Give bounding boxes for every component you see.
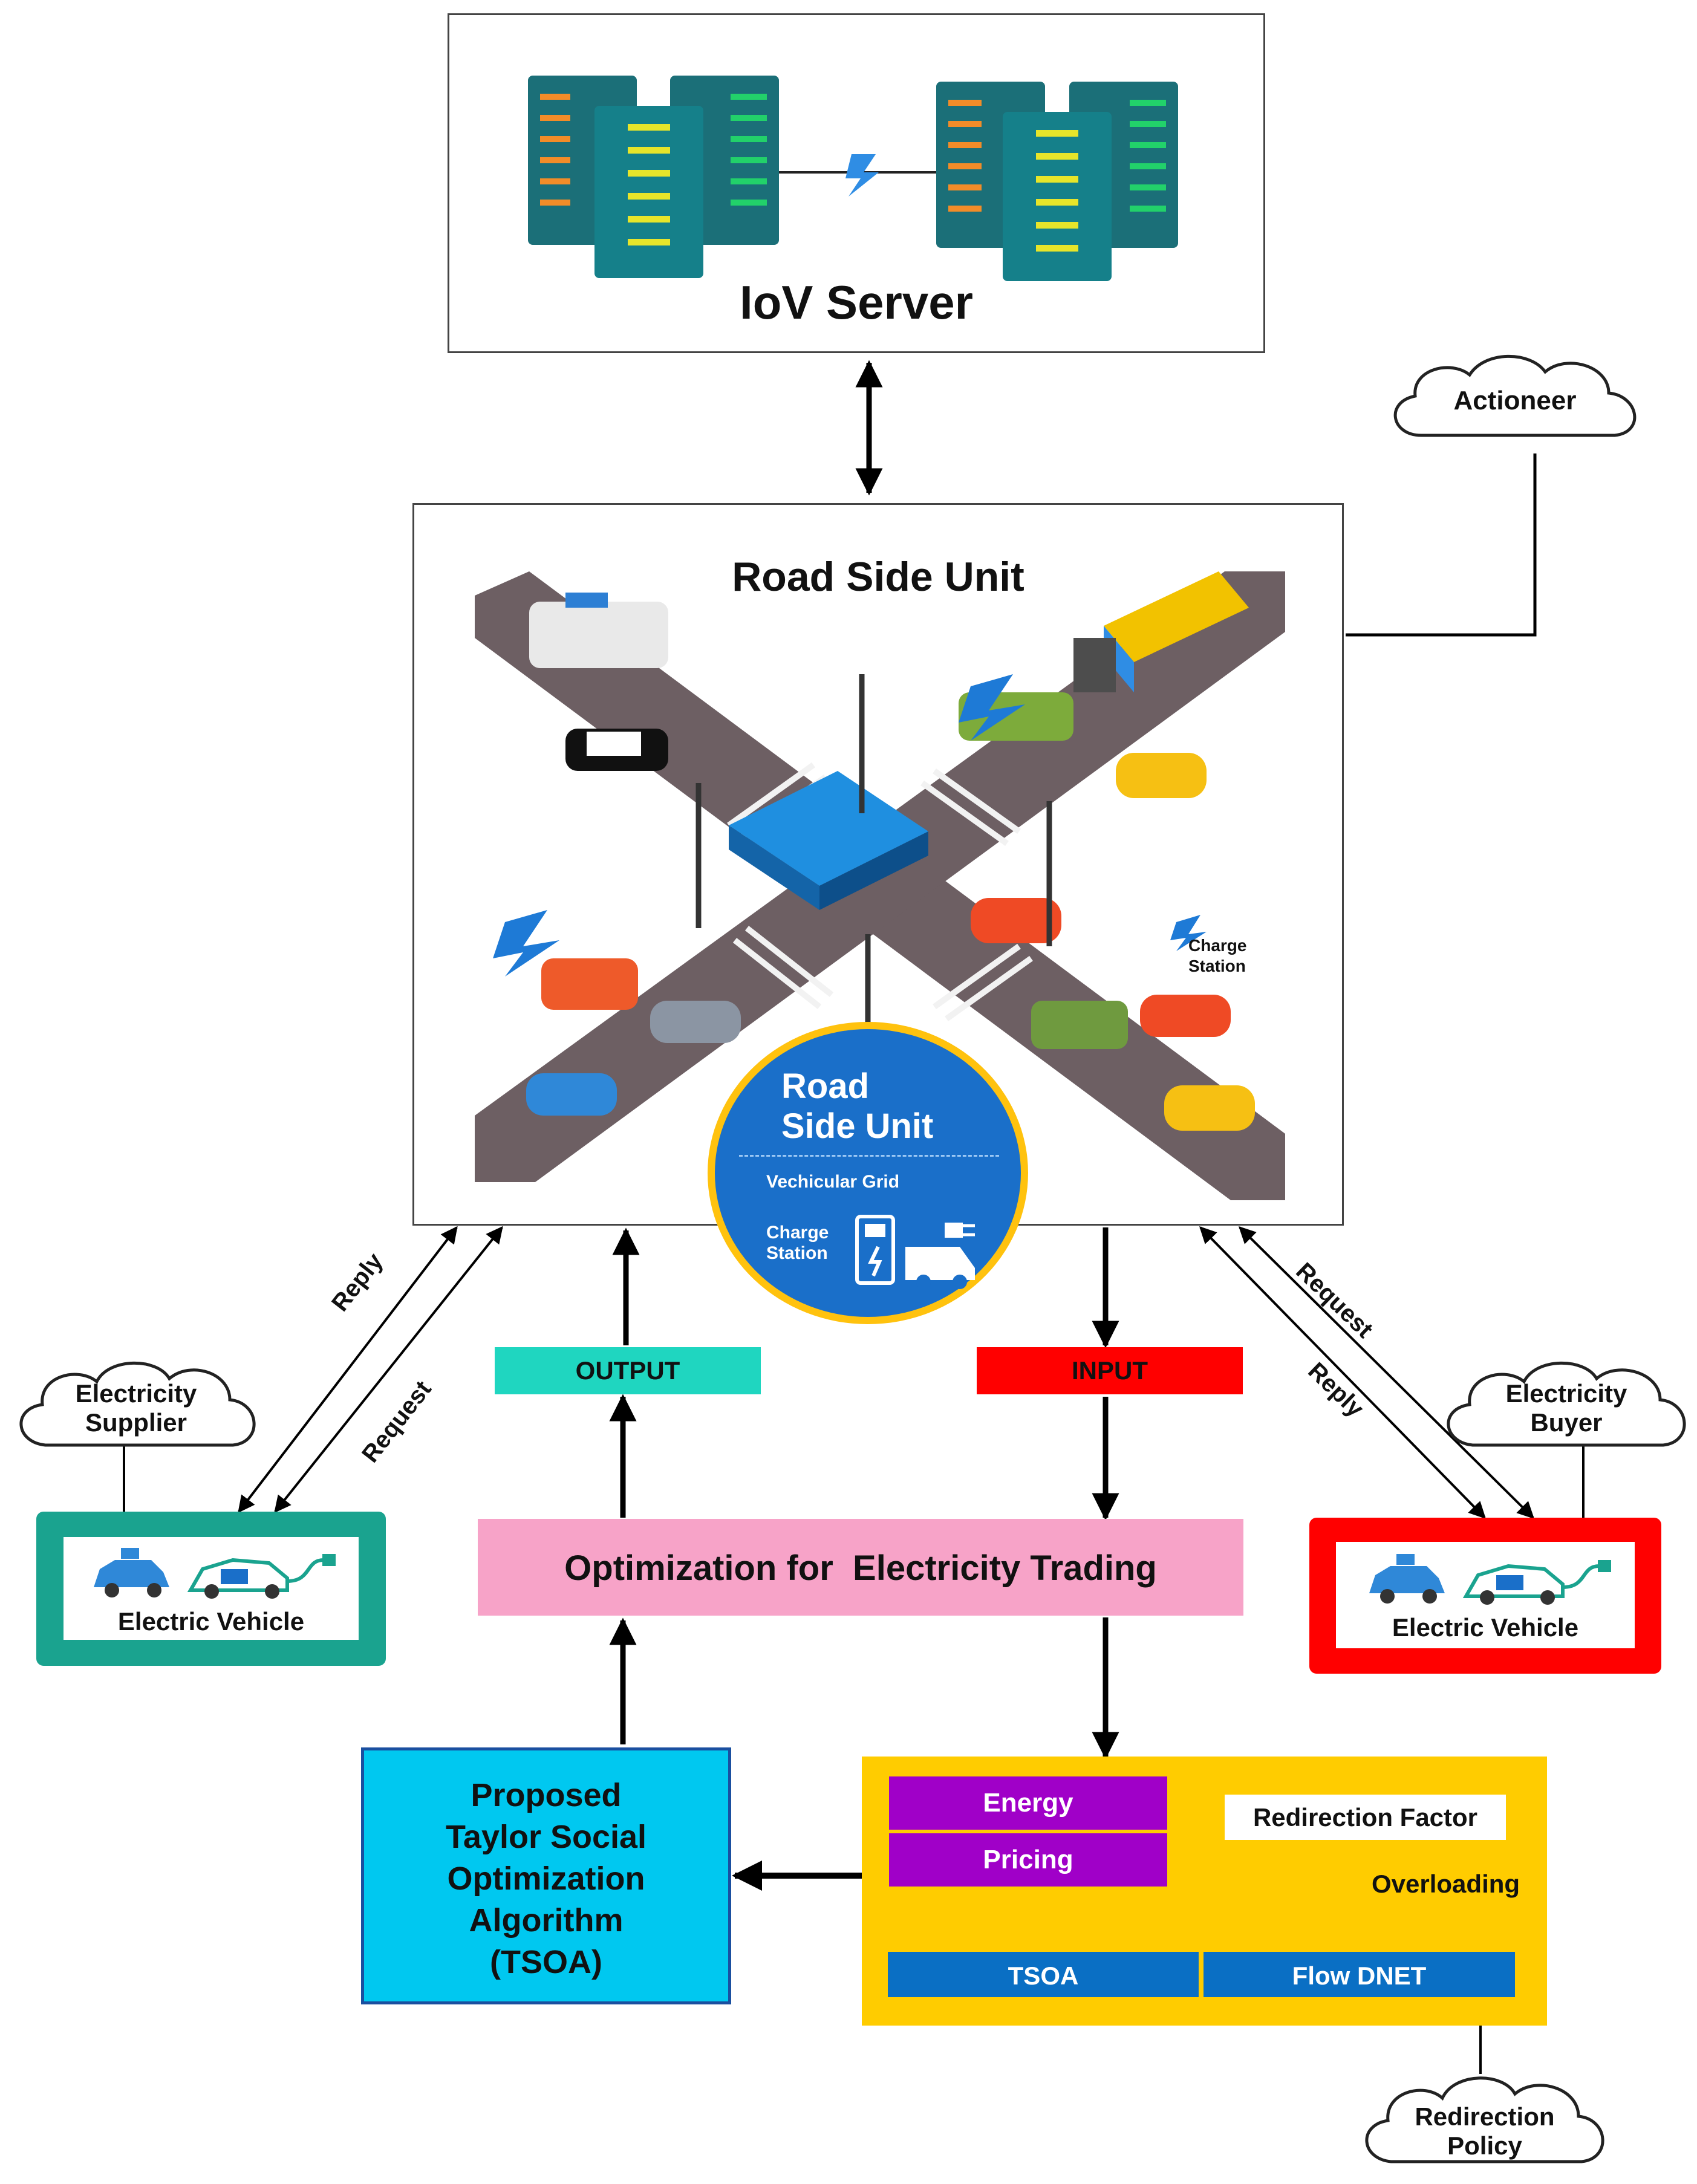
input-box [977, 1347, 1243, 1394]
rsu-badge: Road Side Unit Vechicular Grid Charge St… [708, 1022, 1028, 1324]
buyer-line2: Buyer [1530, 1408, 1603, 1437]
ev-cars-icon [94, 1548, 336, 1599]
orange-car-icon [1140, 995, 1231, 1037]
left-request-arrow [274, 1226, 503, 1513]
badge-title-line1: Road [781, 1067, 869, 1106]
supplier-line2: Supplier [85, 1408, 187, 1437]
buyer-line1: Electricity [1505, 1379, 1627, 1408]
energy-box [889, 1776, 1167, 1830]
blue-car-icon [526, 1073, 617, 1116]
yellow-car-2-icon [1164, 1085, 1255, 1131]
flow-dnet-label: Flow DNET [1292, 1961, 1427, 1990]
actioneer-label: Actioneer [1453, 386, 1577, 415]
supplier-ev-inner: Electric Vehicle [64, 1537, 359, 1640]
rv-icon [529, 593, 668, 668]
optimization-box [478, 1519, 1243, 1616]
cloud-shape [1393, 354, 1637, 437]
bus-icon [729, 771, 928, 910]
charge-station-line2: Station [1188, 957, 1246, 975]
badge-charge-station: Charge Station [766, 1223, 829, 1264]
redirection-policy-label: Redirection Policy [1355, 2102, 1615, 2160]
red-car-icon [971, 898, 1061, 943]
overloading-label: Overloading [1372, 1870, 1520, 1898]
buyer-ev-inner: Electric Vehicle [1336, 1542, 1635, 1648]
buyer-ev-card: Electric Vehicle [1309, 1518, 1661, 1674]
lightning-icon [493, 910, 559, 977]
supplier-label: Electricity Supplier [9, 1379, 263, 1437]
lightning-icon [959, 674, 1025, 741]
energy-label: Energy [983, 1788, 1073, 1818]
tsoa-algorithm-text: Proposed Taylor Social Optimization Algo… [361, 1775, 731, 1983]
suv-left-icon [541, 958, 638, 1010]
green-suv-icon [1031, 1001, 1128, 1049]
charger-car-icon [855, 1215, 975, 1289]
iov-server-box: IoV Server [448, 13, 1265, 353]
right-reply-arrow [1199, 1226, 1486, 1519]
tsoa-bar [888, 1952, 1199, 1997]
redirection-policy-cloud: Redirection Policy [1355, 2065, 1615, 2180]
tsoa-line-3: Optimization [447, 1861, 645, 1897]
ev-cars-icon [1369, 1554, 1611, 1605]
actioneer-connector [1346, 453, 1537, 637]
supplier-line1: Electricity [75, 1379, 197, 1408]
badge-title-line2: Side Unit [781, 1107, 934, 1146]
tsoa-line-4: Algorithm [469, 1902, 624, 1939]
intersection-illustration [475, 571, 1285, 1200]
iov-server-title: IoV Server [740, 276, 973, 329]
tsoa-algorithm-box [361, 1747, 731, 2004]
redirection-factor-label: Redirection Factor [1252, 1803, 1478, 1831]
badge-charge-line1: Charge [766, 1223, 829, 1243]
pricing-label: Pricing [983, 1845, 1073, 1874]
policy-line2: Policy [1447, 2131, 1522, 2160]
supplier-ev-card: Electric Vehicle [36, 1512, 386, 1666]
policy-line1: Redirection [1415, 2102, 1555, 2131]
truck-icon [1073, 571, 1249, 692]
server-rack-icon [936, 82, 1178, 281]
badge-title: Road Side Unit [781, 1067, 933, 1146]
rsu-title: Road Side Unit [732, 554, 1024, 600]
tsoa-line-2: Taylor Social [445, 1819, 647, 1855]
cloud-shape [1447, 1361, 1686, 1447]
input-label: INPUT [1072, 1356, 1148, 1385]
supplier-ev-label: Electric Vehicle [117, 1607, 305, 1636]
left-reply-arrow [238, 1226, 458, 1513]
police-car-icon [565, 729, 668, 771]
tsoa-line-5: (TSOA) [490, 1944, 602, 1980]
badge-charge-line2: Station [766, 1243, 828, 1263]
cloud-shape [19, 1361, 256, 1447]
pricing-box [889, 1833, 1167, 1887]
lightning-icon [1170, 915, 1207, 951]
yellow-car-icon [1116, 753, 1207, 798]
tsoa-line-1: Proposed [471, 1777, 622, 1813]
charge-station-line1: Charge [1188, 936, 1247, 955]
optimization-label: Optimization for Electricity Trading [564, 1549, 1157, 1588]
buyer-label: Electricity Buyer [1436, 1379, 1696, 1437]
flow-dnet-bar [1204, 1952, 1515, 1997]
output-label: OUTPUT [575, 1356, 680, 1385]
supplier-cloud: Electricity Supplier [9, 1351, 263, 1466]
server-rack-icon [528, 76, 779, 278]
server-racks-illustration [528, 76, 1178, 281]
grey-car-icon [650, 1001, 741, 1043]
wireless-link-icon [845, 154, 879, 197]
buyer-cloud: Electricity Buyer [1436, 1351, 1696, 1466]
tsoa-bar-label: TSOA [1008, 1961, 1079, 1990]
actioneer-cloud: Actioneer [1379, 345, 1651, 460]
badge-divider [739, 1155, 999, 1157]
cloud-shape [1365, 2076, 1604, 2163]
badge-vehicular-grid: Vechicular Grid [766, 1172, 900, 1192]
redirection-factor-box [1225, 1795, 1506, 1840]
output-box [495, 1347, 761, 1394]
buyer-ev-label: Electric Vehicle [1392, 1613, 1579, 1642]
charge-station-label: Charge Station [1188, 935, 1246, 977]
